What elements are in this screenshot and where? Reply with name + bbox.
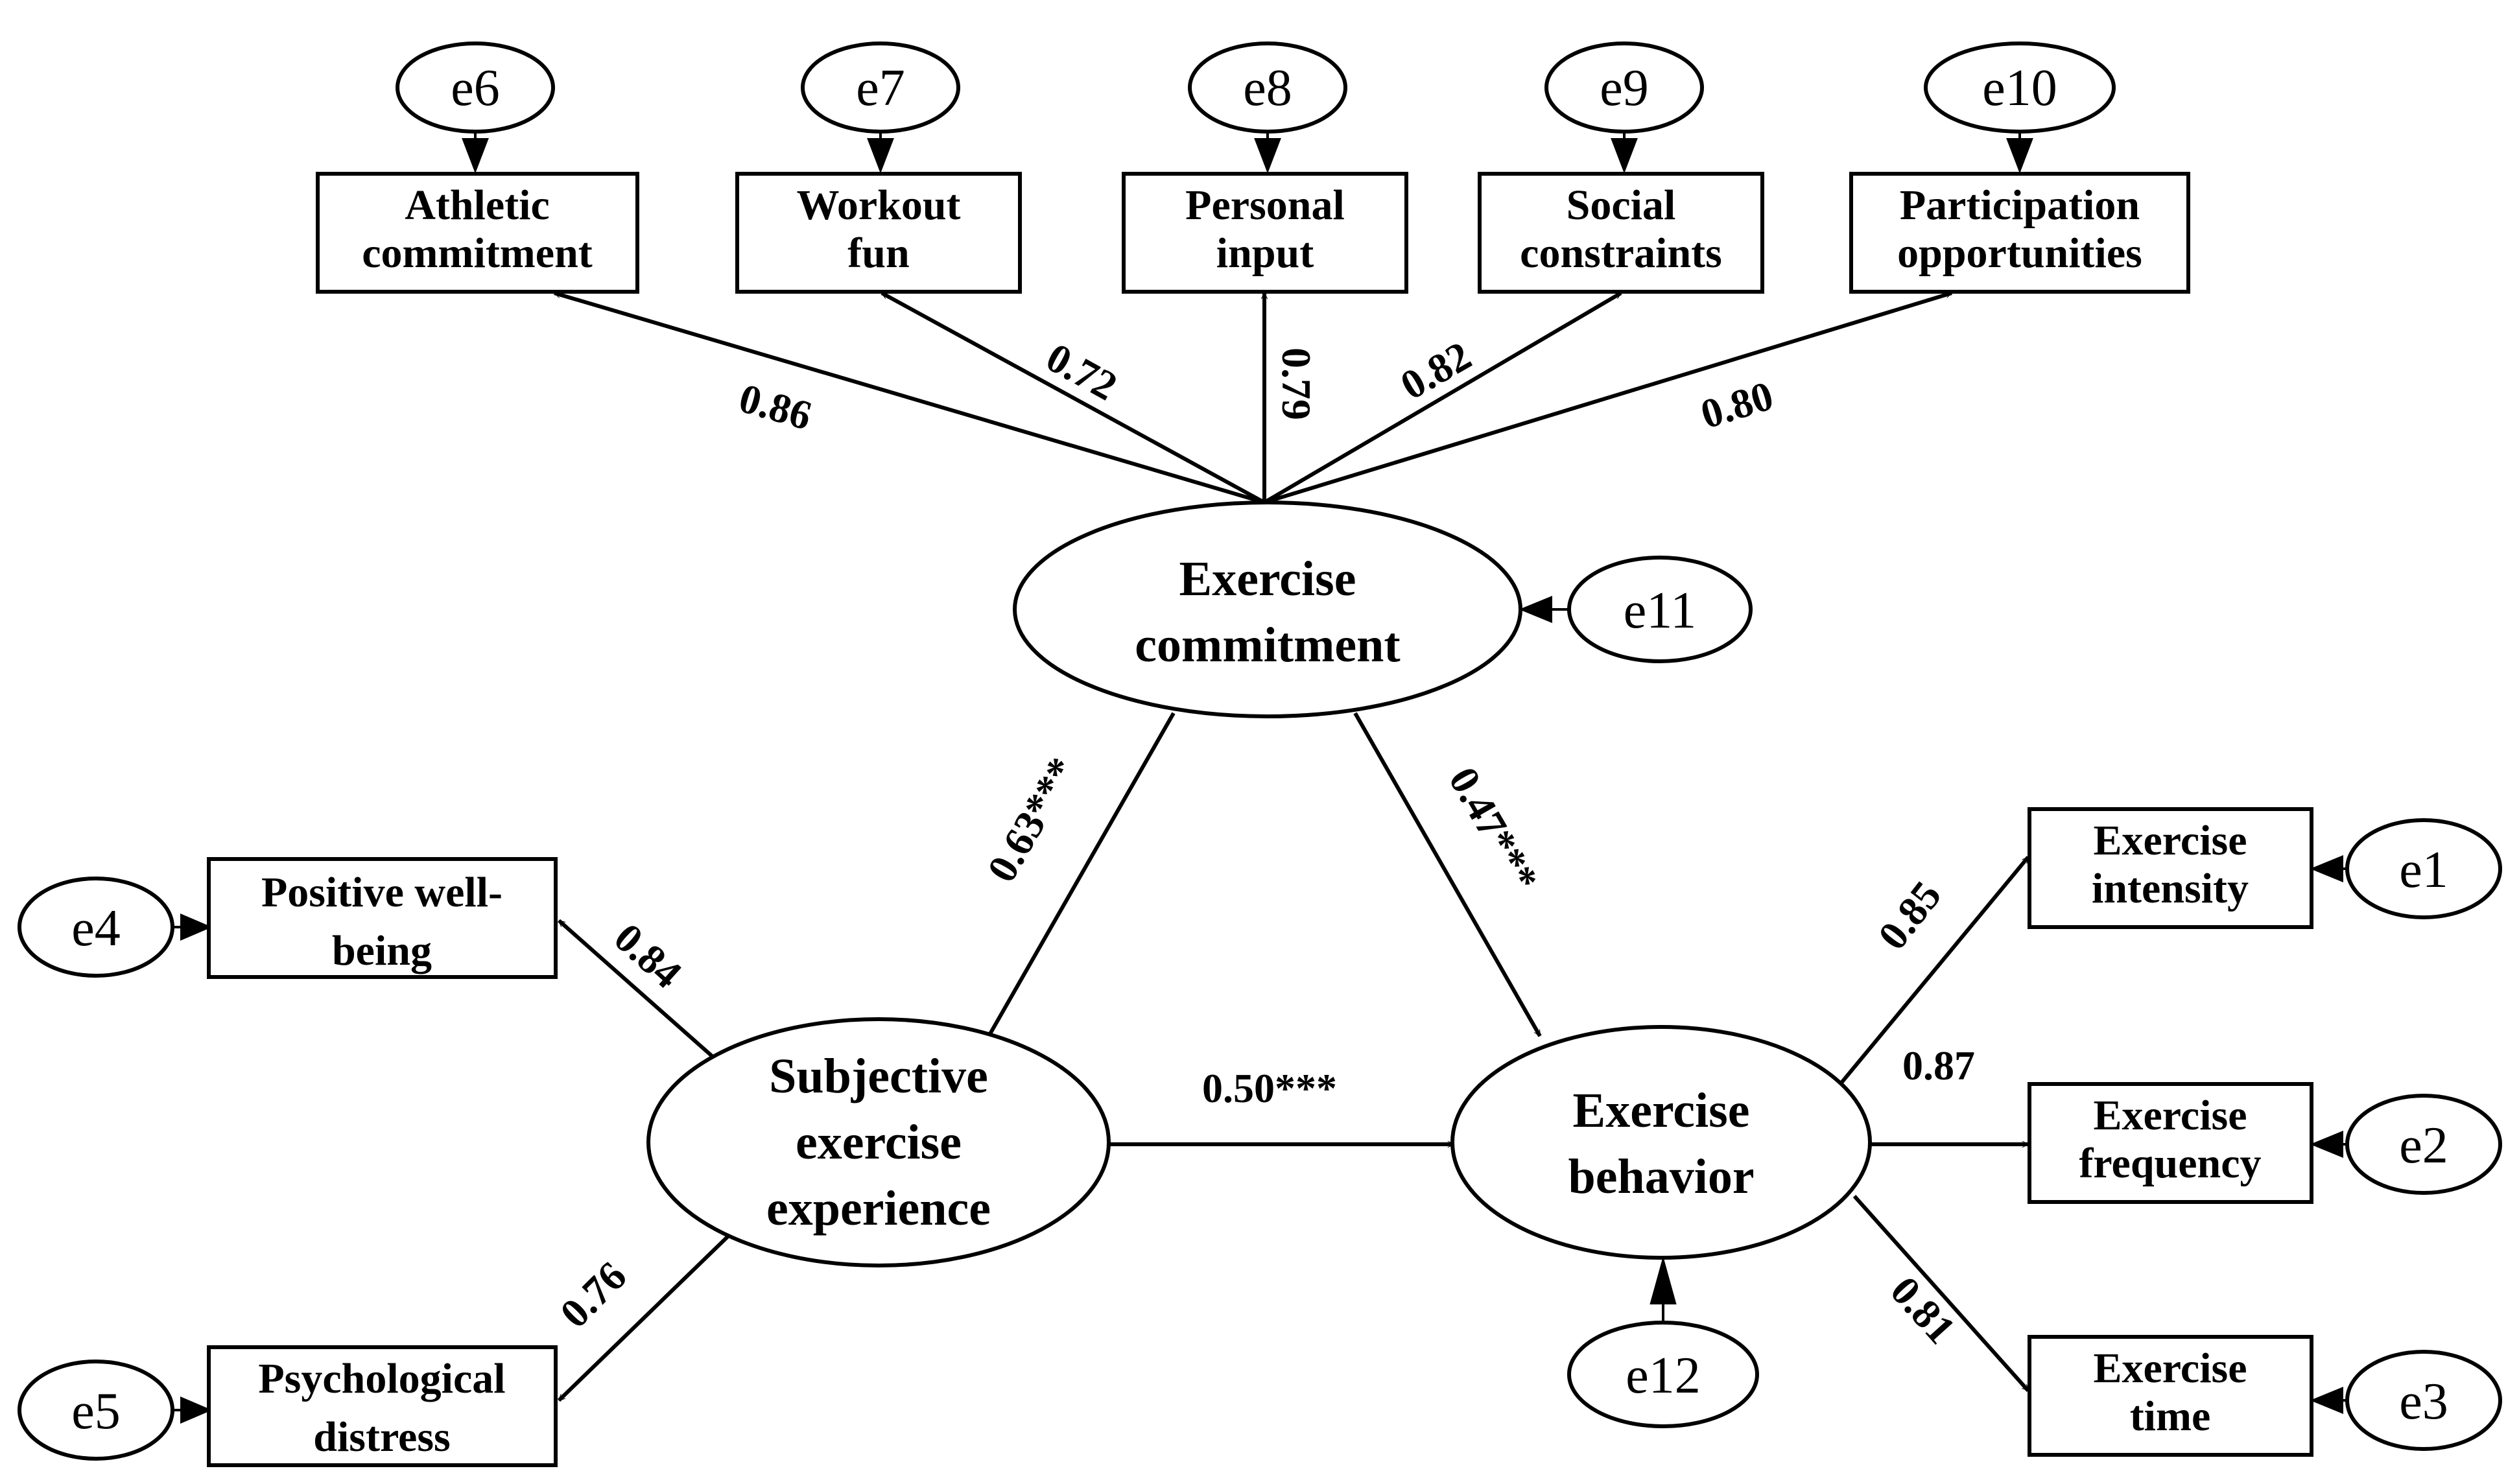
svg-text:e4: e4 bbox=[71, 900, 121, 957]
svg-text:Athletic: Athletic bbox=[405, 182, 550, 229]
box-exercise-time: Exercise time bbox=[2028, 1335, 2313, 1457]
svg-text:Personal: Personal bbox=[1185, 182, 1345, 229]
svg-text:e11: e11 bbox=[1624, 582, 1697, 639]
edge-commitment-workout bbox=[881, 291, 1266, 504]
box-workout-fun: Workout fun bbox=[735, 172, 1022, 294]
svg-text:Subjective: Subjective bbox=[769, 1049, 988, 1103]
svg-text:experience: experience bbox=[766, 1181, 991, 1236]
svg-text:Positive well-: Positive well- bbox=[261, 869, 503, 916]
edge-experience-distress bbox=[557, 1230, 735, 1402]
edge-commitment-behavior bbox=[1353, 712, 1542, 1037]
coef-positive-well-being: 0.84 bbox=[606, 914, 691, 997]
error-connectors bbox=[172, 126, 2348, 1424]
coef-commitment-behavior: 0.47*** bbox=[1440, 759, 1547, 899]
box-social-constraints: Social constraints bbox=[1478, 172, 1764, 294]
coef-experience-behavior: 0.50*** bbox=[1202, 1065, 1337, 1111]
error-e1: e1 bbox=[2345, 818, 2502, 919]
svg-text:opportunities: opportunities bbox=[1897, 230, 2142, 277]
box-exercise-frequency: Exercise frequency bbox=[2028, 1082, 2313, 1204]
coef-workout-fun: 0.72 bbox=[1039, 334, 1124, 409]
edge-experience-wellbeing bbox=[558, 919, 718, 1062]
svg-text:Participation: Participation bbox=[1900, 182, 2140, 229]
svg-text:Exercise: Exercise bbox=[2093, 1092, 2247, 1139]
coef-participation-opportunities: 0.80 bbox=[1696, 372, 1779, 438]
coef-social-constraints: 0.82 bbox=[1393, 333, 1478, 408]
svg-text:e3: e3 bbox=[2399, 1373, 2448, 1430]
svg-text:distress: distress bbox=[313, 1413, 450, 1461]
latent-exercise-behavior: Exercise behavior bbox=[1450, 1025, 1872, 1260]
error-e5: e5 bbox=[18, 1360, 174, 1461]
svg-text:exercise: exercise bbox=[796, 1115, 962, 1170]
edge-behavior-intensity bbox=[1839, 856, 2030, 1084]
coef-exercise-intensity: 0.85 bbox=[1869, 873, 1950, 958]
svg-text:e9: e9 bbox=[1600, 60, 1649, 117]
edge-commitment-athletic bbox=[554, 291, 1265, 504]
svg-text:behavior: behavior bbox=[1568, 1149, 1754, 1204]
edge-behavior-time bbox=[1852, 1195, 2030, 1392]
edge-experience-commitment bbox=[987, 712, 1176, 1037]
svg-text:e8: e8 bbox=[1243, 60, 1292, 117]
error-e2: e2 bbox=[2345, 1094, 2502, 1195]
svg-text:Exercise: Exercise bbox=[1573, 1083, 1750, 1138]
svg-text:Psychological: Psychological bbox=[258, 1355, 505, 1402]
svg-text:e5: e5 bbox=[71, 1383, 121, 1440]
error-e9: e9 bbox=[1544, 41, 1704, 134]
box-psychological-distress: Psychological distress bbox=[207, 1345, 558, 1467]
svg-text:frequency: frequency bbox=[2079, 1140, 2261, 1187]
svg-text:time: time bbox=[2130, 1393, 2211, 1440]
svg-text:commitment: commitment bbox=[1135, 618, 1400, 672]
svg-text:e2: e2 bbox=[2399, 1117, 2448, 1174]
svg-text:Exercise: Exercise bbox=[1179, 552, 1356, 606]
error-e10: e10 bbox=[1924, 41, 2116, 134]
error-e7: e7 bbox=[801, 41, 960, 134]
svg-text:being: being bbox=[332, 927, 432, 974]
box-participation-opportunities: Participation opportunities bbox=[1849, 172, 2190, 294]
coef-exercise-frequency: 0.87 bbox=[1902, 1042, 1975, 1089]
error-e6: e6 bbox=[396, 41, 555, 134]
error-e11: e11 bbox=[1567, 556, 1753, 663]
latent-exercise-commitment: Exercise commitment bbox=[1013, 501, 1522, 718]
svg-text:e12: e12 bbox=[1626, 1347, 1701, 1404]
box-positive-well-being: Positive well- being bbox=[207, 857, 558, 979]
svg-text:e10: e10 bbox=[1982, 60, 2057, 117]
svg-text:commitment: commitment bbox=[362, 230, 593, 277]
svg-text:Exercise: Exercise bbox=[2093, 817, 2247, 864]
svg-text:intensity: intensity bbox=[2092, 865, 2249, 912]
svg-text:e6: e6 bbox=[451, 60, 500, 117]
box-athletic-commitment: Athletic commitment bbox=[316, 172, 639, 294]
error-e4: e4 bbox=[18, 877, 174, 978]
svg-text:constraints: constraints bbox=[1520, 230, 1722, 277]
coef-personal-input: 0.79 bbox=[1273, 347, 1319, 420]
error-e3: e3 bbox=[2345, 1350, 2502, 1451]
coef-exercise-time: 0.81 bbox=[1882, 1267, 1965, 1352]
edge-commitment-participation bbox=[1264, 291, 1952, 504]
svg-text:Social: Social bbox=[1567, 182, 1676, 229]
box-exercise-intensity: Exercise intensity bbox=[2028, 807, 2313, 929]
latent-subjective-exercise-experience: Subjective exercise experience bbox=[646, 1017, 1111, 1267]
svg-text:Exercise: Exercise bbox=[2093, 1345, 2247, 1392]
box-personal-input: Personal input bbox=[1122, 172, 1408, 294]
error-e8: e8 bbox=[1188, 41, 1347, 134]
error-e12: e12 bbox=[1567, 1321, 1759, 1428]
svg-text:e1: e1 bbox=[2399, 842, 2448, 899]
coef-athletic-commitment: 0.86 bbox=[734, 375, 816, 439]
edge-commitment-social bbox=[1263, 291, 1622, 504]
svg-text:fun: fun bbox=[847, 230, 909, 277]
coef-psychological-distress: 0.76 bbox=[551, 1253, 635, 1336]
svg-text:input: input bbox=[1216, 230, 1314, 277]
svg-text:Workout: Workout bbox=[796, 182, 960, 229]
svg-text:e7: e7 bbox=[856, 60, 905, 117]
coef-experience-commitment: 0.63*** bbox=[978, 749, 1085, 889]
